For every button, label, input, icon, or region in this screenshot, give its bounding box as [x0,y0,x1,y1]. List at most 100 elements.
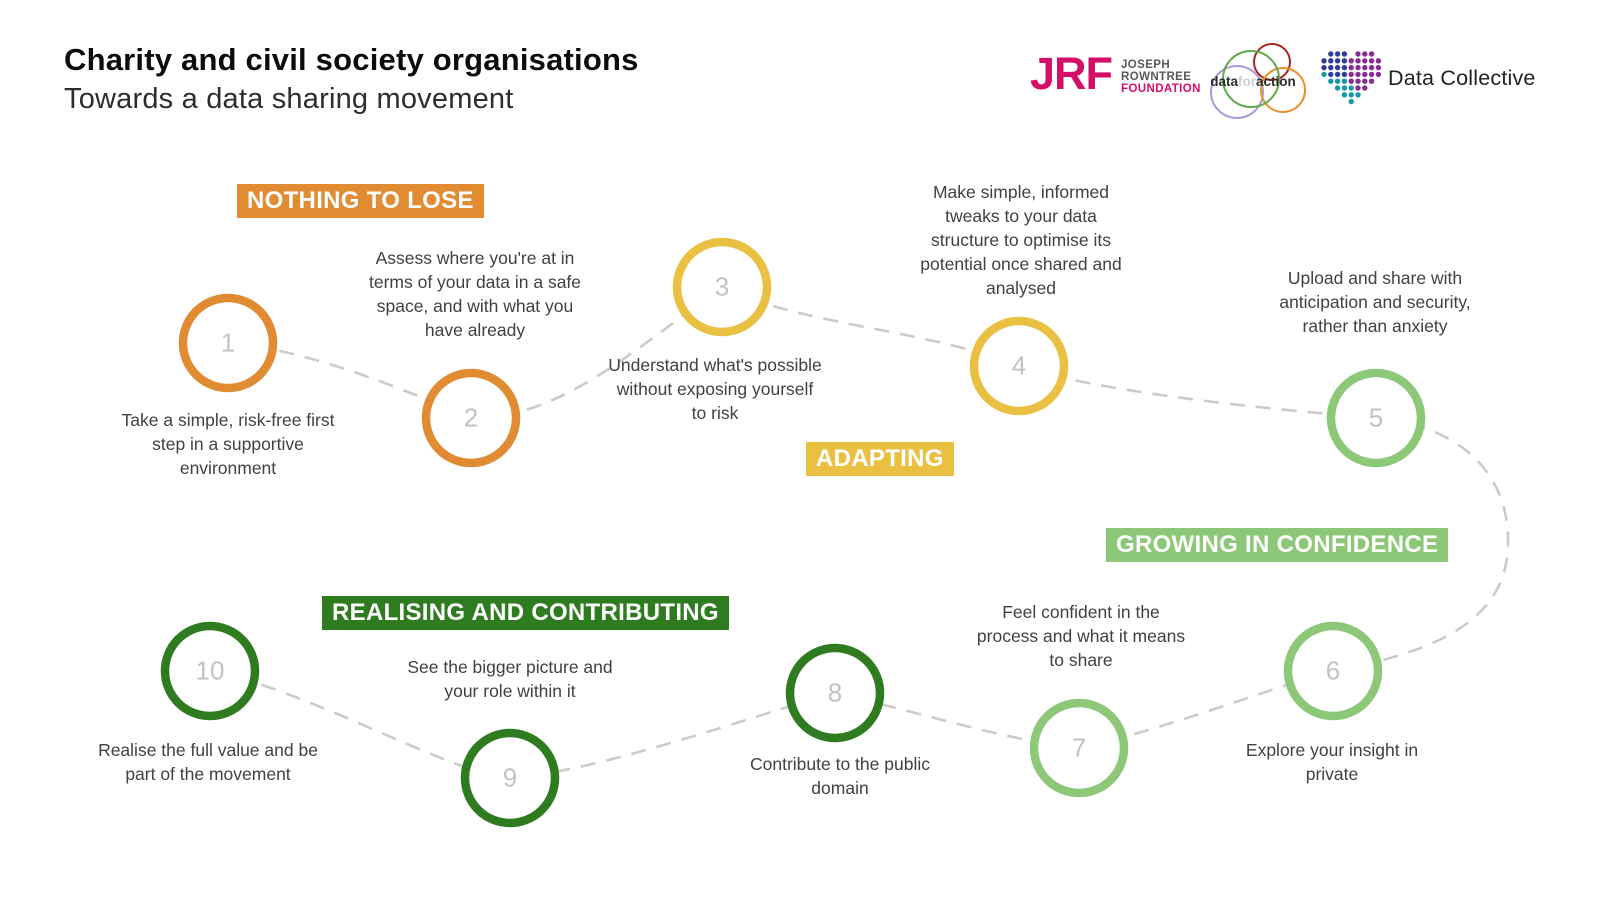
heart-dot [1368,78,1375,84]
heart-dot [1341,71,1348,78]
heart-dot [1368,64,1375,71]
heart-dot [1348,85,1354,91]
step-7-circle [1029,698,1129,798]
heart-dot [1362,78,1368,84]
heart-dot [1375,58,1382,64]
step-6-caption: Explore your insight in private [1245,740,1419,784]
jrf-abbr: JRF [1030,48,1113,99]
heart-dot [1355,64,1361,71]
heart-dot [1355,78,1361,84]
heart-dot [1362,71,1368,78]
step-4-number: 4 [1011,350,1027,381]
heart-dot [1368,58,1375,64]
step-10-number: 10 [195,655,225,686]
heart-dot [1341,78,1348,84]
step-1-caption: Take a simple, risk-free first step in a… [121,410,335,478]
heart-dot [1355,85,1361,91]
dfa-purple-circle-icon [1210,65,1264,119]
heart-dot [1368,71,1375,78]
heart-dot [1348,98,1354,105]
step-5-circle [1326,368,1426,468]
step-5-caption: Upload and share with anticipation and s… [1279,268,1471,336]
step-9-number: 9 [502,762,518,793]
heart-dot [1348,78,1354,84]
jrf-line-rowntree: ROWNTREE [1121,71,1192,83]
step-9-circle [460,728,560,828]
heart-dot [1362,85,1368,91]
page-title: Charity and civil society organisations [64,42,639,77]
heart-dot [1328,51,1334,57]
step-5-number: 5 [1368,402,1384,433]
step-6-number: 6 [1325,655,1341,686]
step-1-circle [178,293,278,393]
heart-dot [1341,85,1348,91]
data-collective-heart-icon [1321,51,1382,105]
step-3-number: 3 [714,271,730,302]
jrf-line-joseph: JOSEPH [1121,59,1171,71]
heart-dot [1334,85,1341,91]
phase-label-adapting: ADAPTING [806,442,954,476]
step-7-caption: Feel confident in the process and what i… [976,602,1186,670]
heart-dot [1334,64,1341,71]
heart-dot [1355,58,1361,64]
heart-dot [1321,64,1327,71]
journey-dashed-path [209,285,1510,780]
dfa-green-circle-icon [1222,50,1280,108]
step-2-number: 2 [463,402,479,433]
phase-label-growing-in-confidence: GROWING IN CONFIDENCE [1106,528,1449,562]
phase-label-nothing-to-lose: NOTHING TO LOSE [237,184,484,218]
step-2-circle [421,368,521,468]
step-3-circle [672,237,772,337]
data-for-action-logo: dataforaction [1210,43,1306,119]
heart-dot [1334,78,1341,84]
step-9-caption: See the bigger picture and your role wit… [407,657,613,701]
heart-dot [1375,71,1382,78]
page-subtitle: Towards a data sharing movement [64,83,514,115]
step-8-number: 8 [827,677,843,708]
step-4-circle [969,316,1069,416]
step-1-number: 1 [220,327,236,358]
jrf-logo: JRF JOSEPH ROWNTREE FOUNDATION [1030,48,1201,99]
heart-dot [1368,51,1375,57]
heart-dot [1321,58,1327,64]
heart-dot [1341,64,1348,71]
heart-dot [1334,58,1341,64]
step-10-circle [160,621,260,721]
heart-dot [1348,58,1354,64]
step-4-caption: Make simple, informed tweaks to your dat… [920,182,1122,298]
heart-dot [1355,71,1361,78]
step-3-caption: Understand what's possible without expos… [608,355,822,423]
heart-dot [1375,64,1382,71]
heart-dot [1328,64,1334,71]
step-8-circle [785,643,885,743]
dfa-wordmark: dataforaction [1210,74,1296,89]
heart-dot [1362,64,1368,71]
heart-dot [1334,51,1341,57]
heart-dot [1362,51,1368,57]
heart-dot [1355,51,1361,57]
data-collective-label: Data Collective [1388,66,1536,90]
phase-label-realising-and-contributing: REALISING AND CONTRIBUTING [322,596,729,630]
heart-dot [1341,58,1348,64]
heart-dot [1362,58,1368,64]
step-7-number: 7 [1071,732,1087,763]
step-6-circle [1283,621,1383,721]
heart-dot [1341,51,1348,57]
heart-dot [1328,71,1334,78]
dfa-red-circle-icon [1253,43,1291,81]
heart-dot [1328,78,1334,84]
dfa-orange-circle-icon [1260,67,1306,113]
heart-dot [1348,92,1354,98]
heart-dot [1321,71,1327,78]
jrf-line-foundation: FOUNDATION [1121,83,1201,95]
heart-dot [1334,71,1341,78]
heart-dot [1355,92,1361,98]
step-10-caption: Realise the full value and be part of th… [98,740,318,784]
step-8-caption: Contribute to the public domain [750,754,930,798]
heart-dot [1348,71,1354,78]
heart-dot [1348,64,1354,71]
step-2-caption: Assess where you're at in terms of your … [368,248,582,340]
heart-dot [1328,58,1334,64]
